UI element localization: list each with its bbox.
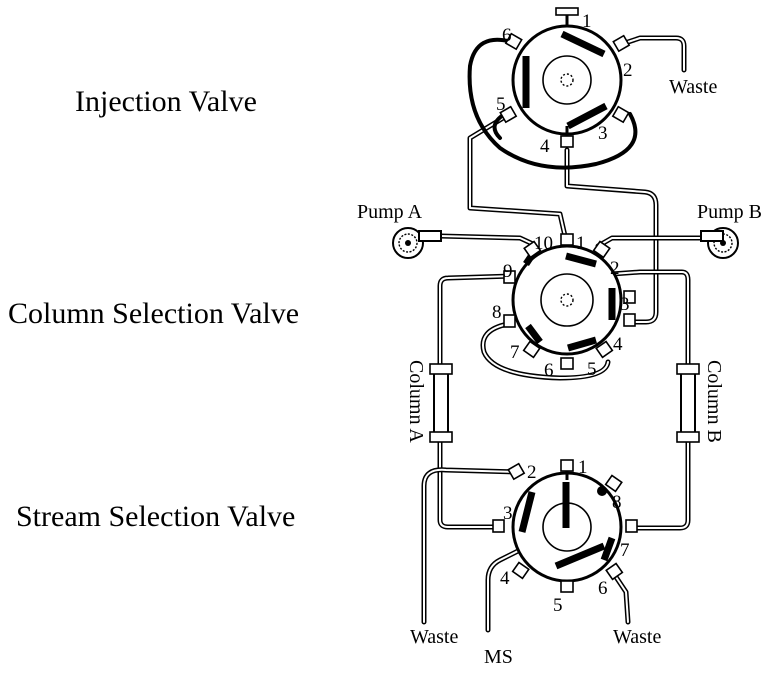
waste-label-right: Waste — [613, 626, 661, 648]
injection-valve — [499, 7, 631, 148]
stream-port-2: 2 — [527, 462, 537, 483]
injection-port-4: 4 — [540, 136, 550, 157]
stream-port-6: 6 — [598, 578, 608, 599]
stream-port-4: 4 — [500, 568, 510, 589]
column-a — [429, 363, 453, 443]
column-port-3: 3 — [620, 294, 630, 315]
injection-port-labels: 1 2 3 4 5 6 — [496, 11, 633, 157]
stream-port-8: 8 — [612, 492, 622, 513]
column-port-8: 8 — [492, 302, 502, 323]
stream-port-1: 1 — [578, 457, 588, 478]
column-port-5: 5 — [587, 359, 597, 380]
column-port-7: 7 — [510, 342, 520, 363]
stream-selection-valve-title: Stream Selection Valve — [16, 500, 295, 533]
stream-port-labels: 1 2 3 4 5 6 7 8 — [500, 457, 630, 616]
column-port-6: 6 — [544, 360, 554, 381]
injection-port-2: 2 — [623, 60, 633, 81]
stream-port-7: 7 — [620, 540, 630, 561]
waste-label-left: Waste — [410, 626, 458, 648]
column-b — [676, 363, 700, 443]
injection-port-1: 1 — [582, 11, 592, 32]
injection-port-6: 6 — [502, 25, 512, 46]
injection-port-3: 3 — [598, 123, 608, 144]
injection-port-5: 5 — [496, 94, 506, 115]
injection-valve-title: Injection Valve — [75, 85, 257, 118]
column-port-10: 10 — [534, 233, 553, 254]
column-b-label: Column B — [703, 360, 725, 443]
waste-label-top: Waste — [669, 76, 717, 98]
column-a-label: Column A — [405, 360, 427, 443]
column-selection-valve-title: Column Selection Valve — [8, 297, 299, 330]
column-port-9: 9 — [503, 261, 513, 282]
stream-port-5: 5 — [553, 595, 563, 616]
stream-port-3: 3 — [503, 503, 513, 524]
column-port-2: 2 — [610, 258, 620, 279]
pump-b-icon — [700, 227, 739, 259]
column-port-1: 1 — [576, 233, 586, 254]
pump-b-label: Pump B — [697, 201, 762, 223]
column-selection-valve — [503, 233, 636, 370]
pump-a-icon — [392, 227, 442, 259]
column-port-labels: 1 2 3 4 5 6 7 8 9 10 — [492, 233, 630, 381]
stream-selection-valve — [492, 459, 638, 593]
ms-label: MS — [484, 646, 513, 668]
pump-a-label: Pump A — [357, 201, 423, 223]
injection-sample-loop — [467, 37, 638, 170]
column-port-4: 4 — [613, 334, 623, 355]
